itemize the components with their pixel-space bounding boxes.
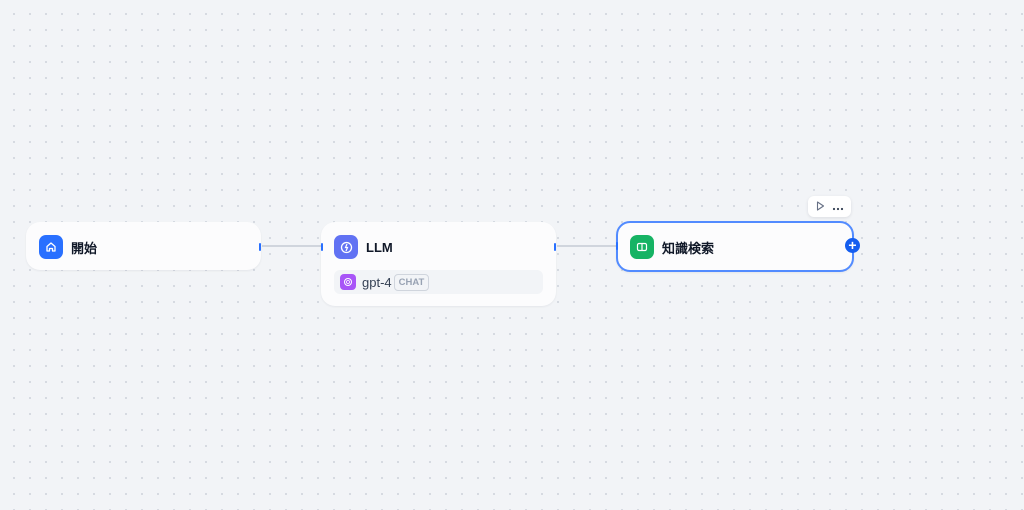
model-selector[interactable]: gpt-4 CHAT (334, 270, 543, 294)
edge-llm-knowledge (557, 245, 617, 247)
knowledge-node-title: 知識検索 (662, 240, 715, 256)
start-output-handle[interactable] (259, 243, 261, 251)
add-node-button[interactable]: + (845, 238, 860, 253)
llm-icon (334, 235, 358, 259)
book-open-icon (630, 235, 654, 259)
node-toolbar (808, 196, 851, 217)
play-icon[interactable] (816, 198, 825, 216)
model-name: gpt-4 (362, 274, 392, 290)
more-icon[interactable] (832, 198, 844, 216)
model-mode-badge: CHAT (393, 273, 430, 291)
llm-node-title: LLM (366, 239, 393, 255)
knowledge-retrieval-node[interactable]: 知識検索 (616, 221, 854, 272)
openai-icon (340, 274, 356, 290)
llm-input-handle[interactable] (321, 243, 323, 251)
start-node-title: 開始 (71, 240, 98, 256)
knowledge-input-handle[interactable] (616, 242, 618, 250)
llm-output-handle[interactable] (554, 243, 556, 251)
start-node[interactable]: 開始 (26, 222, 261, 270)
edge-start-llm (262, 245, 321, 247)
home-icon (39, 235, 63, 259)
llm-node[interactable]: LLM gpt-4 CHAT (321, 222, 556, 306)
